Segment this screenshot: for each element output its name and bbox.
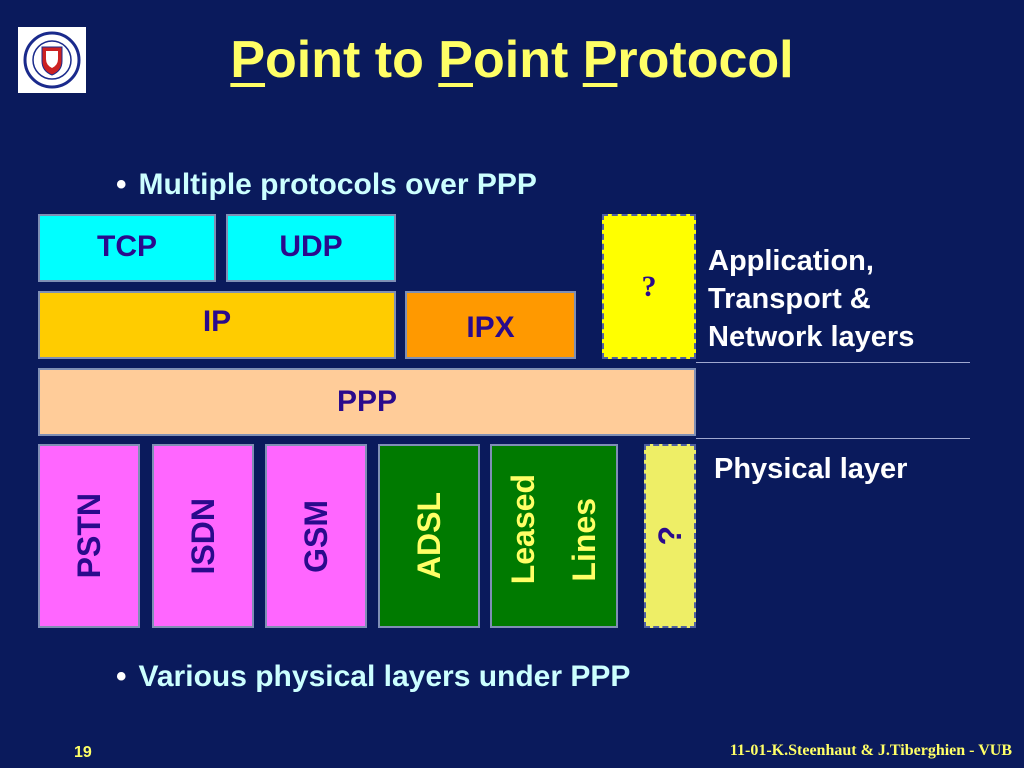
adsl-box: ADSL xyxy=(378,444,480,628)
upper-layers-label: Application, Transport & Network layers xyxy=(708,242,914,356)
gsm-box: GSM xyxy=(265,444,367,628)
upper-layers-line-2: Transport & xyxy=(708,283,871,315)
unknown-upper-label: ? xyxy=(641,269,657,303)
title-part-2: oint xyxy=(472,31,583,89)
adsl-label: ADSL xyxy=(410,492,447,580)
bullet-bottom-text: Various physical layers under PPP xyxy=(138,660,631,693)
unknown-physical-label: ? xyxy=(651,526,688,546)
title-letter-p1: P xyxy=(230,31,266,89)
bullet-top-text: Multiple protocols over PPP xyxy=(138,168,537,201)
slide-title: Point to Point Protocol xyxy=(0,30,1024,90)
slide-number: 19 xyxy=(74,744,92,761)
ip-box: IP xyxy=(38,291,396,359)
leased-lines-box: Leased Lines xyxy=(490,444,618,628)
unknown-physical-box: ? xyxy=(644,444,696,628)
divider-lower xyxy=(696,438,970,439)
bullet-bottom: • Various physical layers under PPP xyxy=(116,660,630,694)
bullet-marker: • xyxy=(116,168,127,201)
pstn-label: PSTN xyxy=(70,493,107,579)
leased-label: Leased xyxy=(505,474,541,585)
title-part-1: oint to xyxy=(265,31,439,89)
tcp-box: TCP xyxy=(38,214,216,282)
udp-label: UDP xyxy=(279,230,343,263)
lines-label: Lines xyxy=(566,498,602,582)
udp-box: UDP xyxy=(226,214,396,282)
bullet-top: • Multiple protocols over PPP xyxy=(116,168,537,202)
title-letter-p3: P xyxy=(582,31,618,89)
footer-credit: 11-01-K.Steenhaut & J.Tiberghien - VUB xyxy=(729,742,1012,759)
university-logo xyxy=(18,27,86,93)
title-part-3: rotocol xyxy=(617,31,794,89)
ppp-label: PPP xyxy=(336,385,398,418)
tcp-label: TCP xyxy=(97,230,157,263)
isdn-label: ISDN xyxy=(184,497,221,575)
upper-layers-line-3: Network layers xyxy=(708,321,915,353)
physical-layer-label: Physical layer xyxy=(714,453,908,485)
pstn-box: PSTN xyxy=(38,444,140,628)
divider-upper xyxy=(696,362,970,363)
title-letter-p2: P xyxy=(438,31,473,89)
ipx-box: IPX xyxy=(405,291,576,359)
gsm-label: GSM xyxy=(297,499,334,573)
unknown-upper-protocol-box: ? xyxy=(602,214,696,359)
ppp-box: PPP xyxy=(38,368,696,436)
bullet-marker-bottom: • xyxy=(116,660,127,693)
upper-layers-line-1: Application, xyxy=(708,245,874,277)
ipx-label: IPX xyxy=(466,311,515,344)
isdn-box: ISDN xyxy=(152,444,254,628)
ip-label: IP xyxy=(202,305,232,338)
